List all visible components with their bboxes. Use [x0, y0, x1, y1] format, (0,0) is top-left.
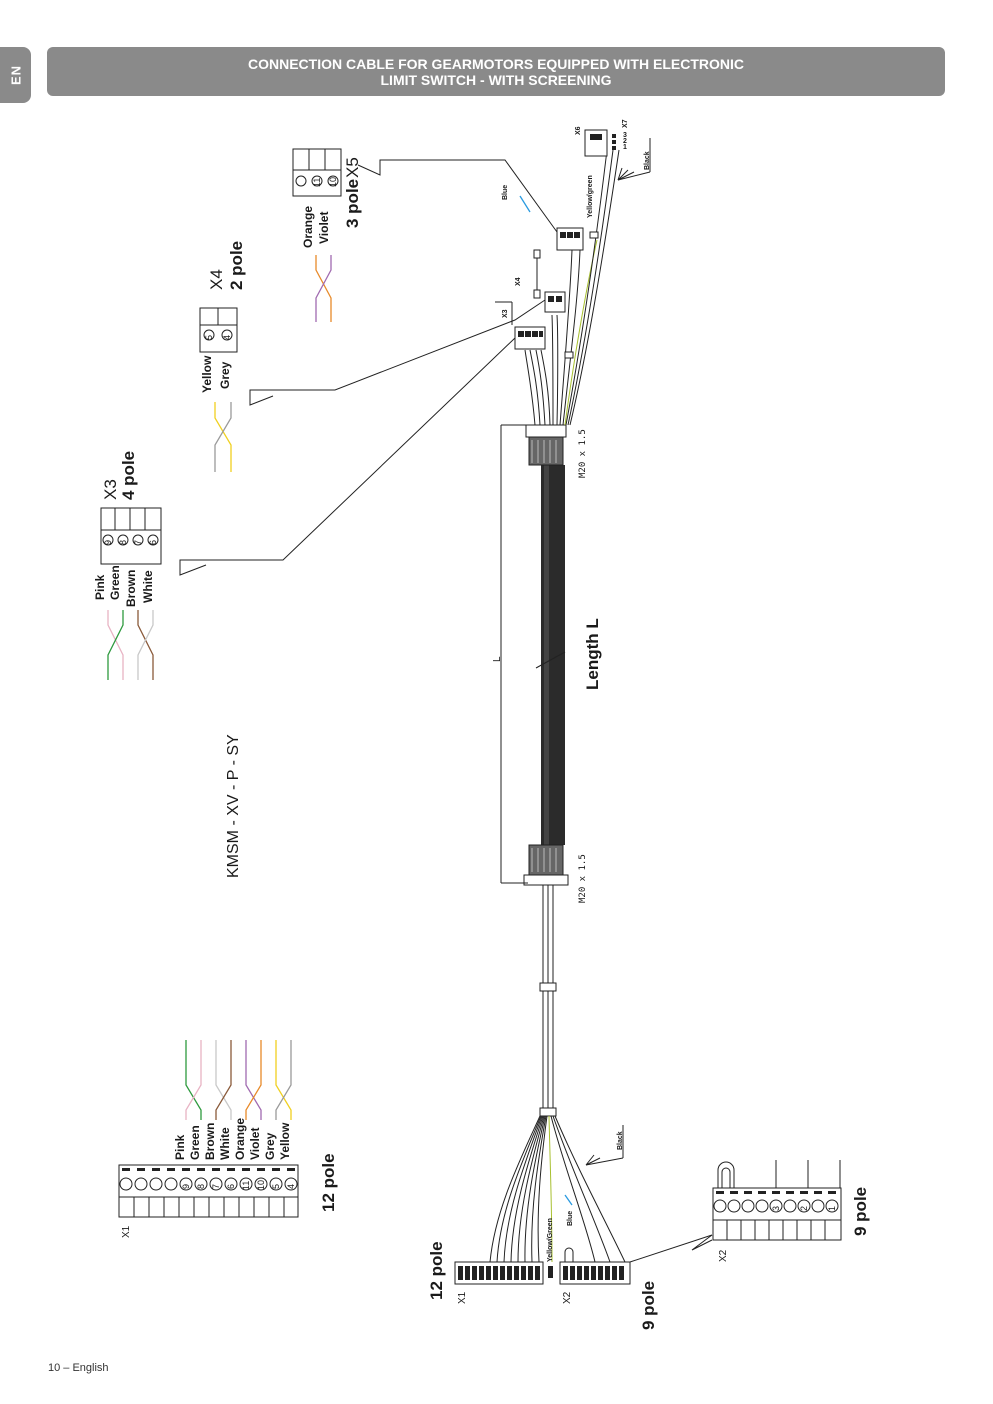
- gland-top-nut: [525, 424, 567, 438]
- x5-pin-10: 10: [328, 177, 338, 187]
- x3-pole: 4 pole: [119, 451, 138, 500]
- x4-pole: 2 pole: [227, 241, 246, 290]
- x1-pin-10: 10: [256, 1180, 266, 1190]
- gland-top: [528, 436, 564, 466]
- yellow-green-label-bottom: Yellow/Green: [547, 1218, 554, 1262]
- x7-pin-2: 2: [623, 138, 627, 145]
- x7-id: X7: [622, 119, 629, 128]
- x3-pin-8: 8: [118, 540, 128, 545]
- header-title-line1: CONNECTION CABLE FOR GEARMOTORS EQUIPPED…: [248, 55, 744, 72]
- x7-pin-1: 1: [623, 144, 627, 151]
- leader-x4: [249, 299, 546, 406]
- x3-wire-green: Green: [108, 565, 122, 600]
- x4-pin-4: 4: [222, 335, 232, 340]
- x6-connector: [584, 129, 608, 157]
- leader-x3: [179, 337, 516, 576]
- x5-id: X5: [343, 157, 362, 178]
- gland-bottom: [528, 844, 564, 876]
- x1-pin-9: 9: [181, 1184, 191, 1189]
- x1-wire-brown: Brown: [203, 1123, 217, 1160]
- gland-bottom-label: M20 x 1.5: [578, 854, 588, 903]
- blue-label-top: Blue: [502, 185, 509, 200]
- x1-cable-pole: 12 pole: [427, 1241, 446, 1300]
- page-footer: 10 – English: [48, 1362, 109, 1374]
- x1-pin-6: 6: [226, 1184, 236, 1189]
- connector-x2: 3 2 1 X2 9 pole: [712, 1160, 870, 1262]
- x1-pin-7: 7: [211, 1184, 221, 1189]
- x1-pole: 12 pole: [319, 1153, 338, 1212]
- gland-top-label: M20 x 1.5: [578, 429, 588, 478]
- black-label-bottom: Black: [617, 1131, 624, 1150]
- x5-pole: 3 pole: [343, 179, 362, 228]
- x1-wire-orange: Orange: [233, 1118, 247, 1160]
- x1-wire-violet: Violet: [248, 1128, 262, 1160]
- x6-id: X6: [575, 126, 582, 135]
- model-code: KMSM - XV - P - SY: [225, 734, 242, 878]
- x3-wire-brown: Brown: [124, 570, 138, 607]
- x5-pin-11: 11: [312, 178, 322, 187]
- x1-wire-pink: Pink: [173, 1134, 187, 1160]
- x2-pin-1: 1: [827, 1206, 837, 1211]
- gland-bottom-nut: [523, 874, 569, 886]
- section-header: CONNECTION CABLE FOR GEARMOTORS EQUIPPED…: [47, 47, 945, 96]
- connector-x1: 9 8 7 6 11 10 5 4 X1 12 pole Pink Green …: [118, 1040, 338, 1238]
- x2-cable-pole: 9 pole: [639, 1281, 658, 1330]
- x1-wire-grey: Grey: [263, 1132, 277, 1160]
- x4-id: X4: [207, 269, 226, 290]
- x3-wire-pink: Pink: [93, 574, 107, 600]
- connector-x5: 11 10 X5 3 pole Orange Violet: [292, 148, 362, 322]
- black-label-top: Black: [644, 151, 651, 170]
- header-title-line2: LIMIT SWITCH - WITH SCREENING: [380, 71, 612, 88]
- x2-pin-3: 3: [771, 1206, 781, 1211]
- x2-cable-id: X2: [562, 1291, 573, 1304]
- connector-x4: 5 4 X4 2 pole Yellow Grey: [199, 241, 246, 472]
- x4-cable-id: X4: [515, 277, 522, 286]
- x3-cable-id: X3: [502, 309, 509, 318]
- x1-pin-8: 8: [196, 1184, 206, 1189]
- leader-x5: [357, 159, 558, 233]
- x5-wire-orange: Orange: [301, 206, 315, 248]
- x1-wire-white: White: [218, 1127, 232, 1160]
- x4-pin-5: 5: [204, 335, 214, 340]
- x1-pin-11: 11: [241, 1181, 251, 1190]
- yellow-green-label-top: Yellow/green: [587, 175, 594, 218]
- x1-id: X1: [121, 1225, 132, 1238]
- x3-plug-cable: [514, 326, 546, 350]
- language-tab: EN: [0, 47, 31, 103]
- x1-pin-5: 5: [271, 1184, 281, 1189]
- blue-label-bottom: Blue: [567, 1211, 574, 1226]
- connector-x3: 9 8 7 6 X3 4 pole Pink Green Brown White: [93, 451, 162, 680]
- length-label: Length L: [583, 618, 602, 690]
- x3-pin-7: 7: [133, 540, 143, 545]
- x3-id: X3: [101, 479, 120, 500]
- x2-pin-2: 2: [799, 1206, 809, 1211]
- x2-pole: 9 pole: [851, 1187, 870, 1236]
- x5-wire-violet: Violet: [317, 212, 331, 244]
- x1-wire-green: Green: [188, 1125, 202, 1160]
- x7-pin-3: 3: [623, 132, 627, 139]
- x2-id: X2: [718, 1249, 729, 1262]
- x3-pin-9: 9: [103, 540, 113, 545]
- main-cable: M20 x 1.5 M20 x 1.5 L Length L Blue X4: [427, 119, 713, 1330]
- x4-wire-grey: Grey: [218, 361, 232, 389]
- x5-plug-cable: [556, 227, 584, 251]
- x3-wire-white: White: [141, 570, 155, 603]
- x4-wire-yellow: Yellow: [200, 355, 214, 393]
- x1-cable-id: X1: [457, 1291, 468, 1304]
- x1-wire-yellow: Yellow: [278, 1122, 292, 1160]
- x1-pin-4: 4: [286, 1184, 296, 1189]
- x3-pin-6: 6: [148, 540, 158, 545]
- length-letter: L: [492, 656, 503, 662]
